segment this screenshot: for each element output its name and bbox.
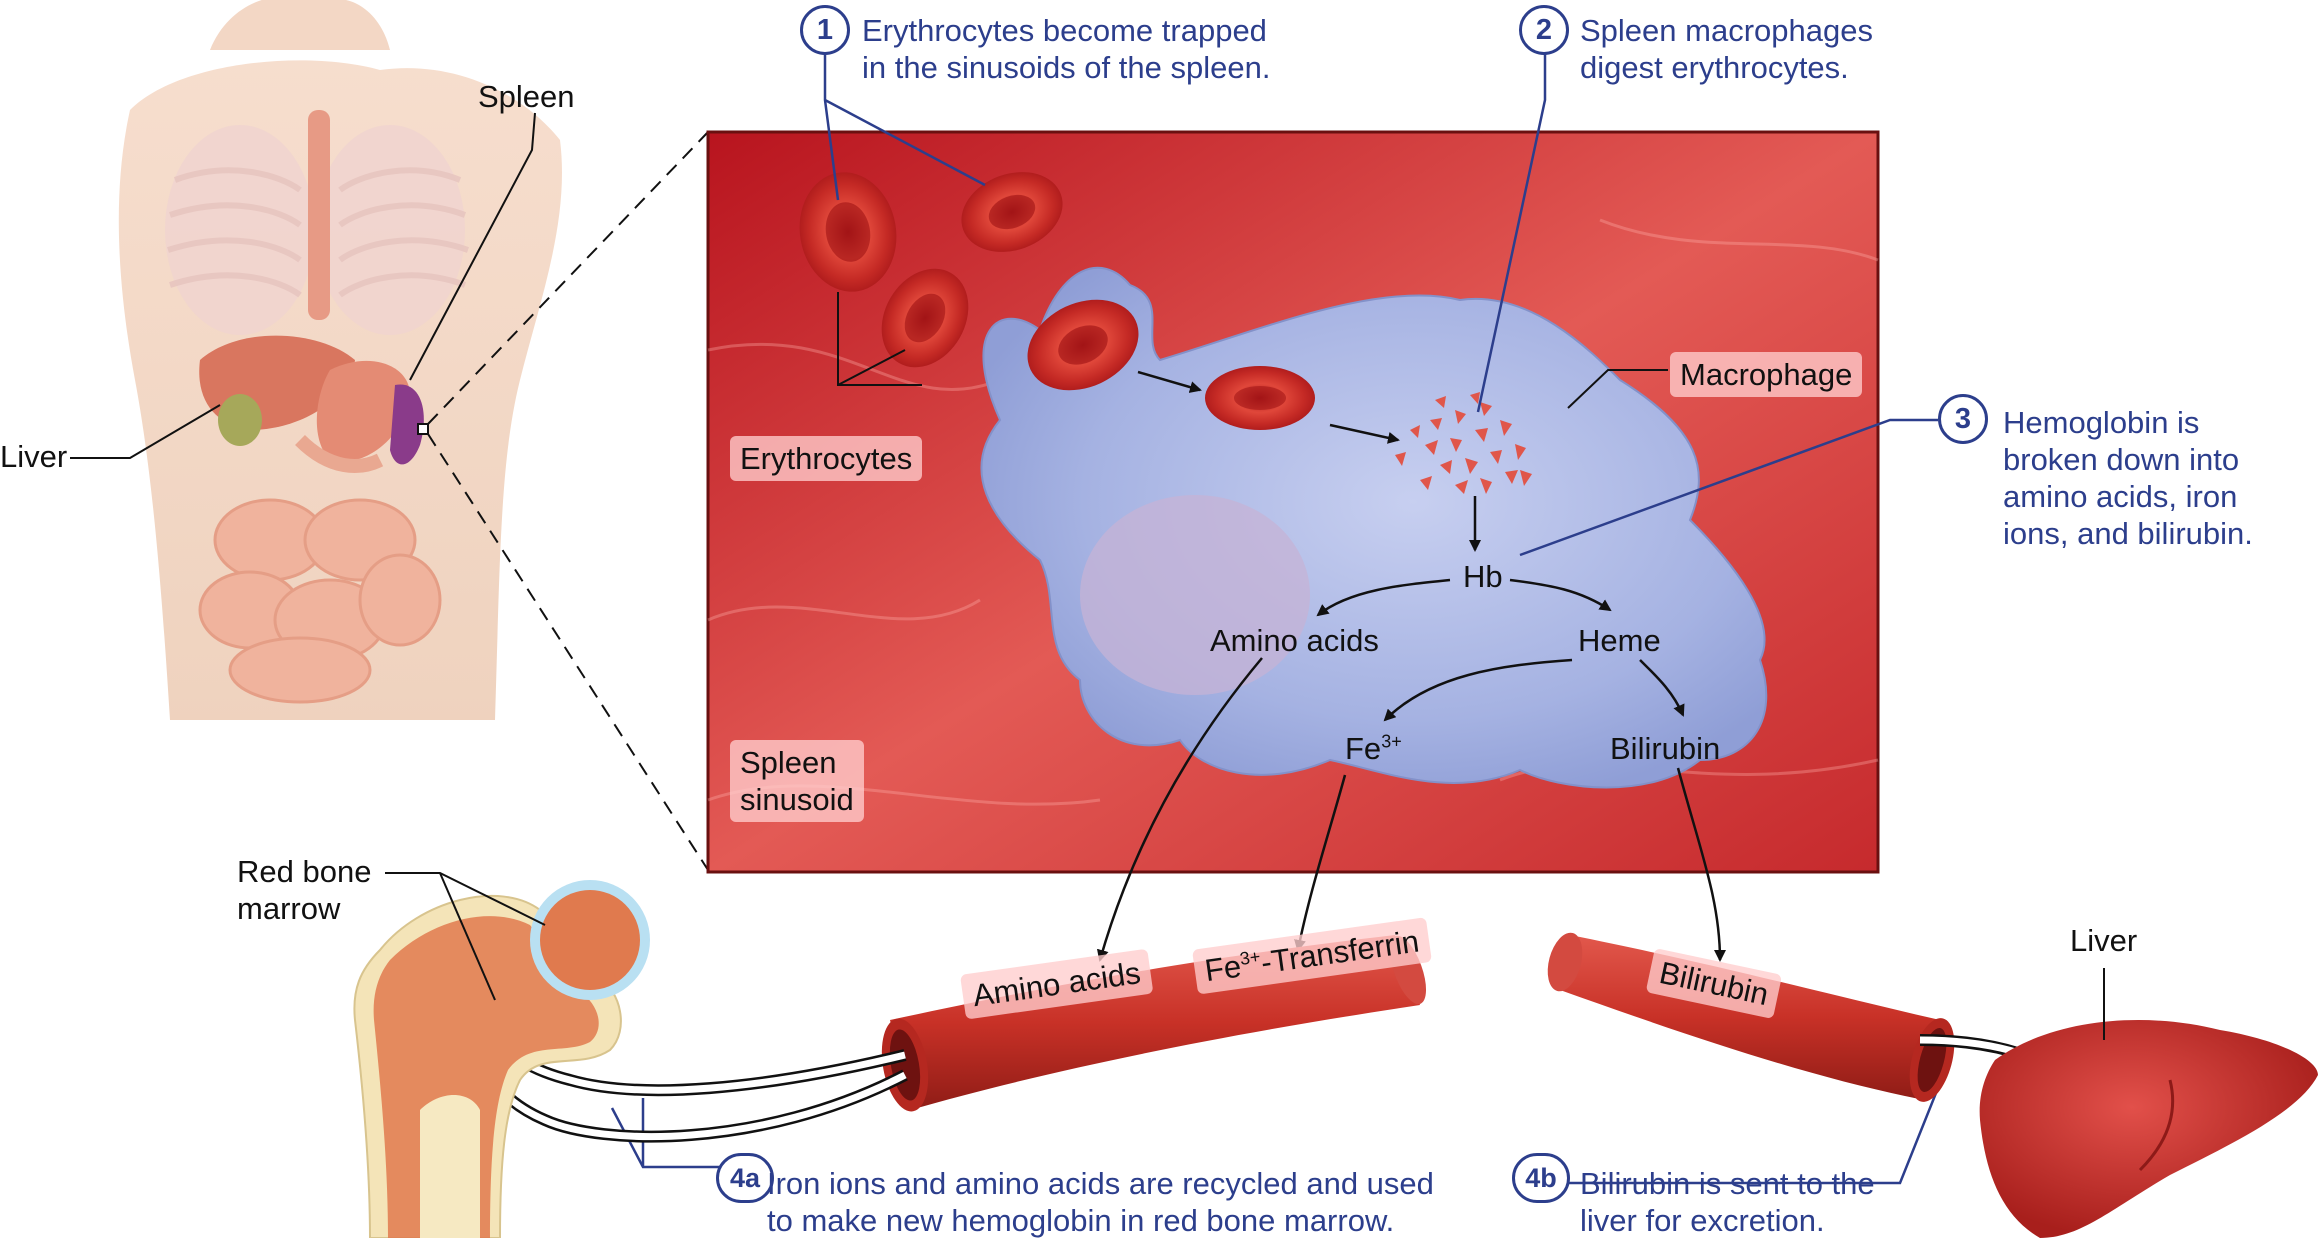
red-bone-marrow-label-1: Red bone <box>237 854 372 889</box>
step-3-text-line4: ions, and bilirubin. <box>2003 516 2253 551</box>
step-1-text-line2: in the sinusoids of the spleen. <box>862 50 1271 85</box>
step-4b-text-line1: Bilirubin is sent to the <box>1580 1166 1875 1201</box>
step-4b-text-line2: liver for excretion. <box>1580 1203 1825 1238</box>
step-4a-text-line1: Iron ions and amino acids are recycled a… <box>767 1166 1434 1201</box>
digested-fragments <box>1395 392 1532 494</box>
liver-organ <box>1979 1020 2318 1238</box>
fe-symbol: Fe <box>1345 731 1382 766</box>
liver-label-torso: Liver <box>0 439 68 474</box>
spleen-sinusoid-line1: Spleen <box>740 745 837 780</box>
femur-bone <box>353 880 650 1238</box>
spleen-sinusoid-label: Spleen sinusoid <box>730 740 864 822</box>
red-bone-marrow-label-2: marrow <box>237 891 341 926</box>
macrophage-nucleus <box>1080 495 1310 695</box>
step-3-text-line3: amino acids, iron <box>2003 479 2238 514</box>
step-1-text-line1: Erythrocytes become trapped <box>862 13 1267 48</box>
step-2-text-line2: digest erythrocytes. <box>1580 50 1849 85</box>
liver-label-organ: Liver <box>2070 923 2138 958</box>
macrophage-label: Macrophage <box>1670 352 1863 397</box>
vessel-fe-symbol: Fe <box>1202 948 1244 989</box>
step-4b-badge: 4b <box>1512 1153 1570 1203</box>
step-4a-text-line2: to make new hemoglobin in red bone marro… <box>767 1203 1395 1238</box>
step-1-badge: 1 <box>800 5 850 55</box>
hb-label: Hb <box>1463 559 1503 594</box>
step-3-badge: 3 <box>1938 394 1988 444</box>
spleen-label: Spleen <box>478 79 575 114</box>
torso-illustration <box>118 0 562 721</box>
step-2-badge: 2 <box>1519 5 1569 55</box>
erythrocyte-group <box>799 172 1315 430</box>
spleen-sinusoid-line2: sinusoid <box>740 782 854 817</box>
fe-label: Fe3+ <box>1345 730 1402 767</box>
step-3-text-line2: broken down into <box>2003 442 2240 477</box>
step-3-text-line1: Hemoglobin is <box>2003 405 2200 440</box>
fe-charge: 3+ <box>1381 731 1402 752</box>
amino-acids-label: Amino acids <box>1210 623 1379 658</box>
heme-label: Heme <box>1578 623 1661 658</box>
erythrocytes-label: Erythrocytes <box>730 436 923 481</box>
vessel-fe-charge: 3+ <box>1238 946 1262 969</box>
step-4a-badge: 4a <box>716 1153 774 1203</box>
vessel-right <box>1547 932 1955 1102</box>
step-2-text-line1: Spleen macrophages <box>1580 13 1873 48</box>
bilirubin-label: Bilirubin <box>1610 731 1721 766</box>
